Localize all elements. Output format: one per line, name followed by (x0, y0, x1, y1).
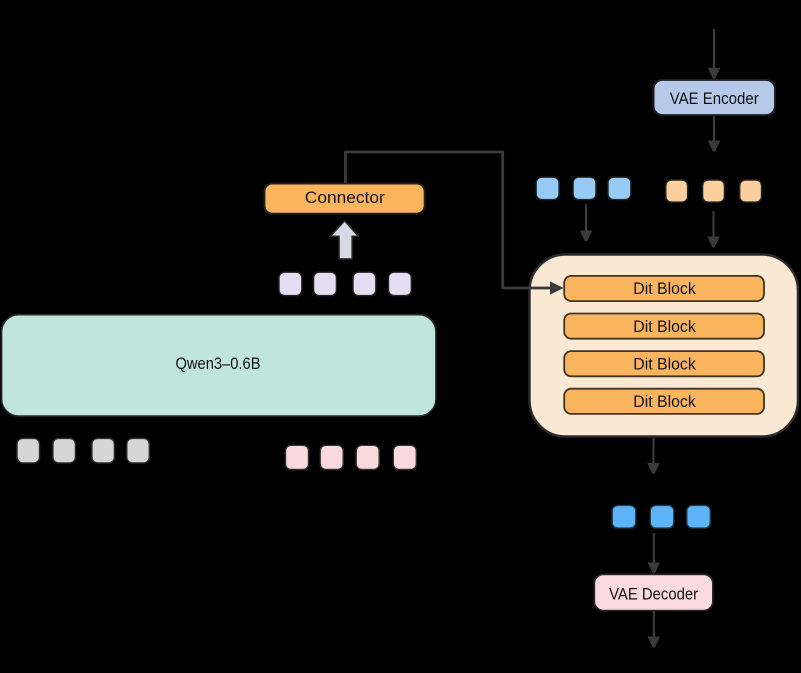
svg-text:Qwen3–0.6B: Qwen3–0.6B (176, 354, 261, 373)
svg-text:VAE Encoder: VAE Encoder (670, 89, 759, 108)
svg-text:Dit Block: Dit Block (633, 354, 696, 373)
svg-text:Dit Block: Dit Block (633, 392, 696, 411)
svg-text:Dit Block: Dit Block (633, 317, 696, 336)
svg-text:Dit Block: Dit Block (633, 279, 696, 298)
svg-text:VAE Decoder: VAE Decoder (609, 585, 698, 604)
svg-text:Connector: Connector (305, 188, 385, 207)
